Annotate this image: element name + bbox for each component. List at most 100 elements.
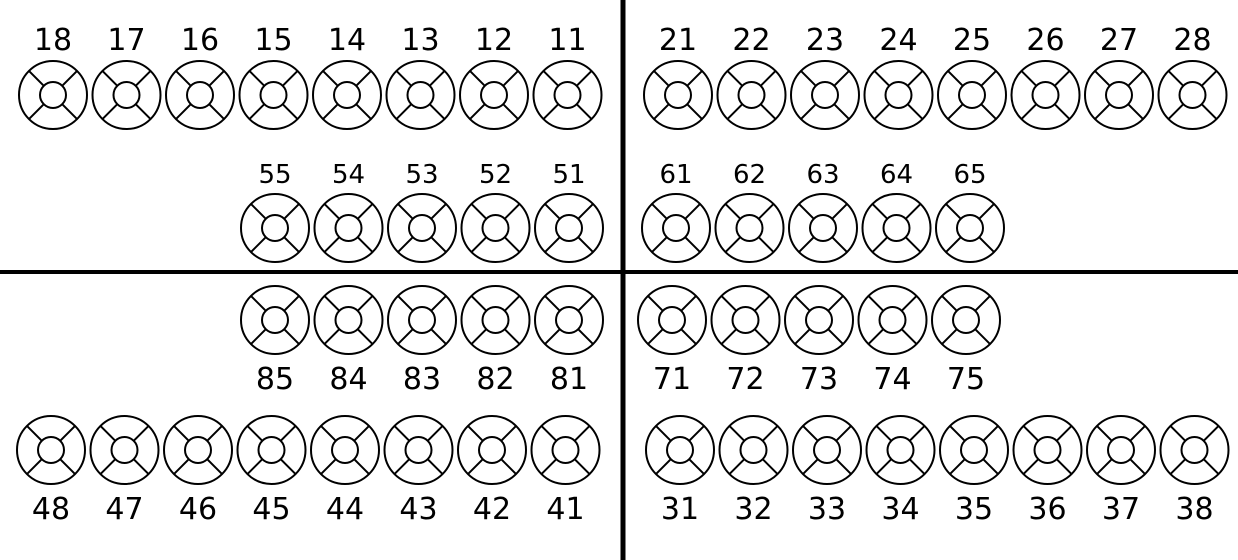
tooth-71[interactable]: 71 (637, 285, 707, 397)
tooth-61[interactable]: 61 (641, 160, 711, 263)
tooth-46[interactable]: 46 (163, 415, 233, 527)
tooth-83[interactable]: 83 (387, 285, 457, 397)
tooth-54[interactable]: 54 (313, 160, 384, 263)
tooth-13[interactable]: 13 (385, 23, 456, 130)
surface-divider (945, 203, 962, 220)
occlusal-surface (666, 436, 694, 464)
tooth-37[interactable]: 37 (1086, 415, 1156, 527)
surface-divider (904, 236, 922, 253)
tooth-number-label: 11 (548, 23, 586, 58)
tooth-85[interactable]: 85 (240, 285, 310, 397)
tooth-21[interactable]: 21 (643, 23, 713, 130)
occlusal-surface (551, 436, 580, 464)
surface-divider (1127, 103, 1144, 120)
surface-divider (759, 70, 777, 87)
tooth-22[interactable]: 22 (716, 23, 787, 130)
tooth-11[interactable]: 11 (532, 23, 603, 130)
occlusal-surface (1105, 81, 1133, 109)
tooth-47[interactable]: 47 (89, 415, 160, 527)
tooth-16[interactable]: 16 (165, 23, 235, 130)
surface-divider (1053, 70, 1071, 87)
tooth-34[interactable]: 34 (865, 415, 936, 527)
tooth-outline (459, 60, 529, 130)
tooth-15[interactable]: 15 (238, 23, 309, 130)
surface-divider (320, 425, 337, 442)
tooth-63[interactable]: 63 (788, 160, 858, 263)
tooth-73[interactable]: 73 (784, 285, 854, 397)
tooth-number-label: 16 (181, 23, 219, 58)
surface-divider (831, 203, 848, 220)
surface-divider (684, 236, 701, 253)
tooth-43[interactable]: 43 (383, 415, 454, 527)
tooth-23[interactable]: 23 (790, 23, 860, 130)
occlusal-surface (662, 214, 690, 242)
surface-divider (356, 328, 374, 345)
tooth-62[interactable]: 62 (714, 160, 785, 263)
occlusal-surface (956, 214, 984, 242)
occlusal-surface (886, 436, 915, 464)
surface-divider (974, 295, 991, 312)
surface-divider (941, 295, 958, 312)
tooth-35[interactable]: 35 (939, 415, 1009, 527)
surface-divider (540, 425, 558, 442)
tooth-45[interactable]: 45 (236, 415, 307, 527)
tooth-53[interactable]: 53 (387, 160, 457, 263)
tooth-41[interactable]: 41 (530, 415, 601, 527)
surface-divider (875, 425, 893, 442)
occlusal-surface (112, 81, 141, 109)
tooth-outline (788, 193, 858, 263)
surface-divider (397, 328, 414, 345)
tooth-72[interactable]: 72 (710, 285, 781, 397)
tooth-12[interactable]: 12 (459, 23, 529, 130)
tooth-outline (163, 415, 233, 485)
tooth-38[interactable]: 38 (1159, 415, 1230, 527)
tooth-48[interactable]: 48 (16, 415, 86, 527)
surface-divider (1129, 458, 1146, 475)
tooth-number-label: 17 (107, 23, 145, 58)
surface-divider (356, 295, 374, 312)
surface-divider (867, 328, 885, 345)
tooth-81[interactable]: 81 (534, 285, 604, 397)
tooth-28[interactable]: 28 (1157, 23, 1228, 130)
tooth-52[interactable]: 52 (460, 160, 531, 263)
tooth-42[interactable]: 42 (457, 415, 527, 527)
tooth-75[interactable]: 75 (931, 285, 1001, 397)
surface-divider (279, 425, 297, 442)
occlusal-surface (1180, 436, 1209, 464)
tooth-36[interactable]: 36 (1012, 415, 1083, 527)
tooth-25[interactable]: 25 (937, 23, 1007, 130)
tooth-74[interactable]: 74 (857, 285, 928, 397)
tooth-82[interactable]: 82 (460, 285, 531, 397)
tooth-32[interactable]: 32 (718, 415, 789, 527)
tooth-number-label: 34 (881, 492, 919, 527)
tooth-26[interactable]: 26 (1010, 23, 1081, 130)
tooth-65[interactable]: 65 (935, 160, 1005, 263)
tooth-14[interactable]: 14 (312, 23, 382, 130)
tooth-84[interactable]: 84 (313, 285, 384, 397)
tooth-44[interactable]: 44 (310, 415, 380, 527)
surface-divider (500, 458, 517, 475)
tooth-outline (931, 285, 1001, 355)
surface-divider (502, 103, 519, 120)
tooth-31[interactable]: 31 (645, 415, 715, 527)
surface-divider (827, 328, 844, 345)
tooth-33[interactable]: 33 (792, 415, 862, 527)
tooth-17[interactable]: 17 (91, 23, 162, 130)
tooth-24[interactable]: 24 (863, 23, 934, 130)
tooth-outline (792, 415, 862, 485)
surface-divider (99, 458, 117, 475)
tooth-55[interactable]: 55 (240, 160, 310, 263)
tooth-27[interactable]: 27 (1084, 23, 1154, 130)
surface-divider (469, 70, 486, 87)
tooth-64[interactable]: 64 (861, 160, 932, 263)
occlusal-surface (331, 436, 359, 464)
surface-divider (353, 425, 370, 442)
surface-divider (871, 236, 889, 253)
surface-divider (397, 203, 414, 220)
tooth-outline (714, 193, 785, 263)
tooth-51[interactable]: 51 (534, 160, 604, 263)
surface-divider (246, 425, 264, 442)
tooth-18[interactable]: 18 (18, 23, 88, 130)
occlusal-surface (480, 81, 508, 109)
